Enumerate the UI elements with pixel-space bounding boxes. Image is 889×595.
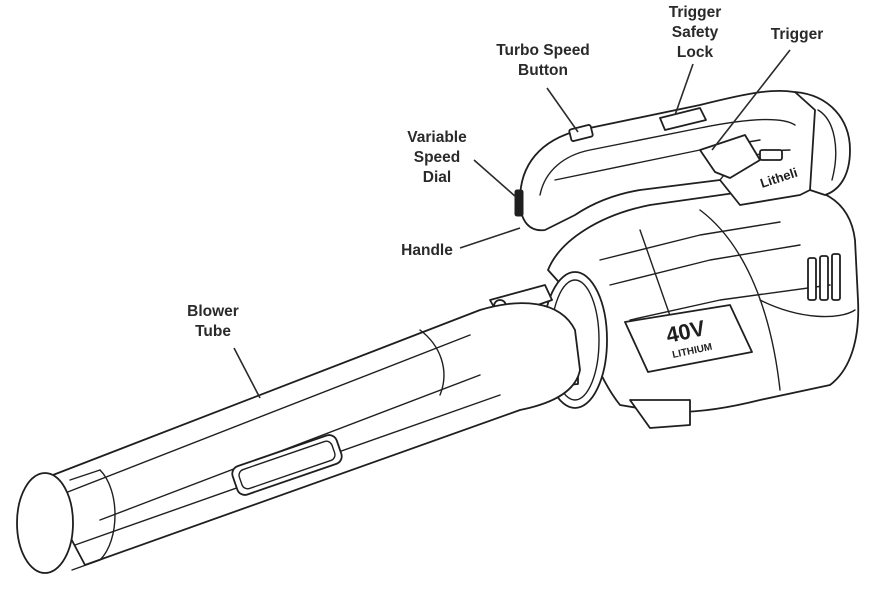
- label-trigger-safety-lock-line-3: Lock: [676, 44, 714, 61]
- voltage-badge: 40V LITHIUM: [624, 304, 753, 373]
- leader-blower-tube: [233, 347, 261, 399]
- leader-lines: [233, 49, 791, 399]
- leader-turbo-speed-button: [546, 87, 579, 133]
- motor-housing: [547, 186, 860, 429]
- label-blower-tube-line-1: Blower: [187, 303, 239, 320]
- leader-trigger-safety-lock: [674, 63, 694, 116]
- leader-trigger: [711, 49, 791, 151]
- label-blower-tube: Blower Tube: [176, 302, 250, 342]
- label-turbo-speed-button-line-2: Button: [518, 62, 568, 79]
- label-variable-speed-dial-line-1: Variable: [407, 129, 467, 146]
- label-turbo-speed-button-line-1: Turbo Speed: [496, 42, 590, 59]
- leader-handle: [459, 227, 521, 249]
- label-variable-speed-dial-line-2: Speed: [413, 149, 461, 166]
- label-variable-speed-dial: Variable Speed Dial: [397, 128, 477, 188]
- label-blower-tube-line-2: Tube: [195, 323, 231, 340]
- label-handle: Handle: [392, 241, 462, 261]
- label-handle-line-1: Handle: [401, 242, 453, 259]
- blower-tube: [16, 302, 581, 574]
- label-trigger-safety-lock-line-2: Safety: [671, 24, 719, 41]
- label-trigger-safety-lock: Trigger Safety Lock: [658, 3, 732, 63]
- label-turbo-speed-button: Turbo Speed Button: [478, 41, 608, 81]
- label-trigger: Trigger: [760, 25, 834, 45]
- leader-variable-speed-dial: [473, 159, 517, 198]
- label-trigger-line-1: Trigger: [770, 26, 824, 43]
- label-variable-speed-dial-line-3: Dial: [422, 169, 452, 186]
- label-trigger-safety-lock-line-1: Trigger: [668, 4, 722, 21]
